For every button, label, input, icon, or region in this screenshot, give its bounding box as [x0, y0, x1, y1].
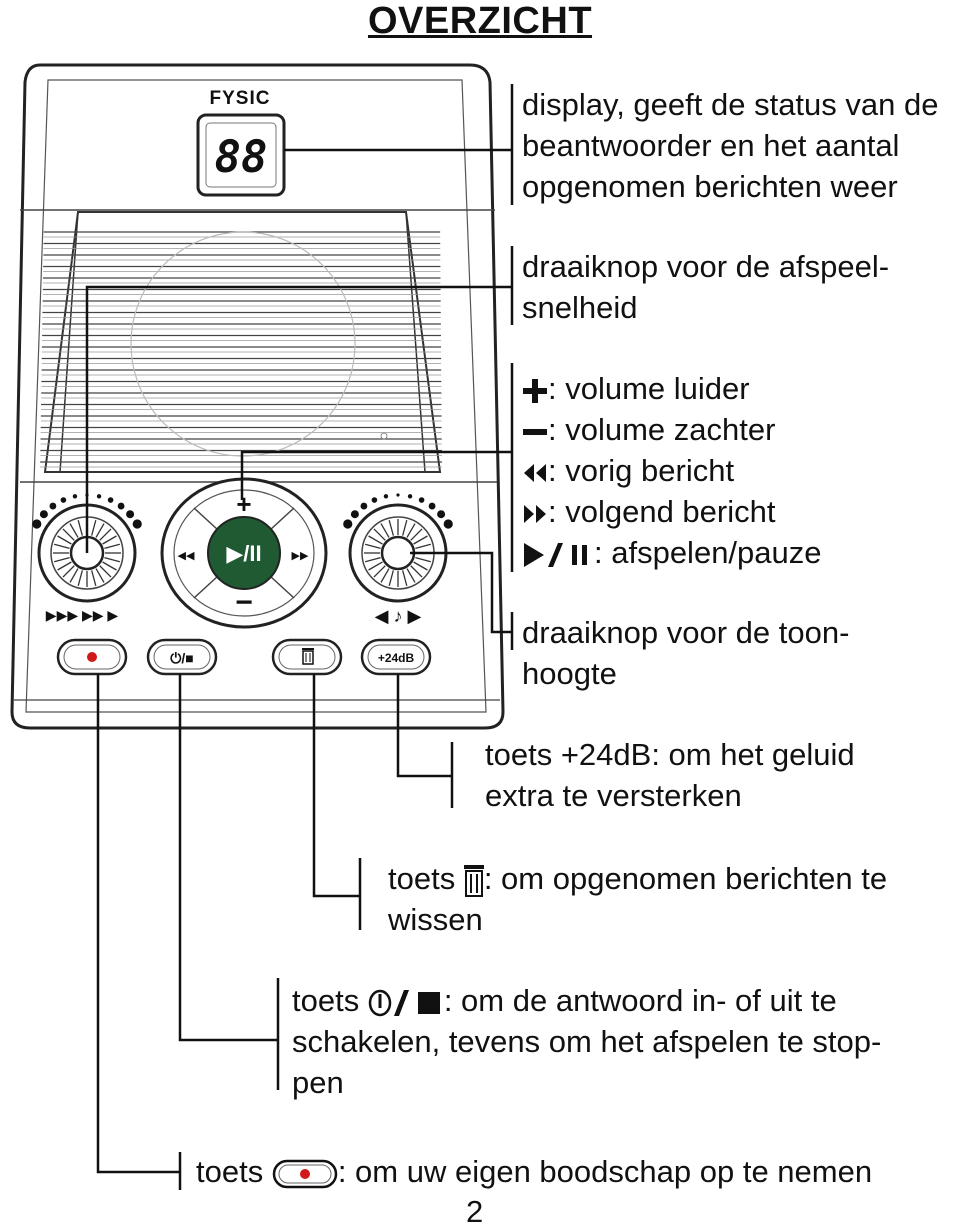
navigation-pad[interactable]: + − ◀◀ ▶▶ ▶/II	[160, 477, 328, 629]
callout-display-line-1: display, geeft de status van de	[522, 87, 939, 122]
callout-onoff-suffix: : om de antwoord in- of uit te	[443, 983, 837, 1018]
minus-icon	[523, 428, 547, 435]
callout-previous: : vorig bericht	[522, 450, 822, 491]
callout-lines	[85, 84, 514, 1190]
trash-icon	[463, 864, 484, 897]
callout-delete: toets : om opgenomen berichten te wissen	[388, 858, 887, 940]
previous-button[interactable]: ◀◀	[178, 550, 195, 562]
plus-icon	[523, 378, 547, 403]
callout-display: display, geeft de status van de beantwoo…	[522, 84, 938, 207]
callout-onoff-line-3: pen	[292, 1065, 344, 1100]
callout-speed-line-2: snelheid	[522, 290, 638, 325]
display-window	[196, 113, 286, 197]
play-pause-button[interactable]	[207, 516, 281, 590]
callout-boost-line-2: extra te versterken	[485, 778, 742, 813]
volume-down-button[interactable]: −	[235, 586, 253, 619]
onoff-label: ⏻/■	[170, 650, 193, 666]
record-button-icon	[272, 1159, 338, 1189]
callout-record-prefix: toets	[196, 1154, 272, 1189]
boost-button[interactable]: +24dB	[360, 638, 432, 676]
page-number: 2	[466, 1194, 484, 1229]
callout-pitch-knob: draaiknop voor de toon- hoogte	[522, 612, 849, 694]
callout-play-pause-text: : afspelen/pauze	[594, 535, 822, 570]
pitch-symbols: ◀ ♪ ▶	[375, 606, 422, 626]
callout-pitch-line-1: draaiknop voor de toon-	[522, 615, 850, 650]
callout-record-suffix: : om uw eigen boodschap op te nemen	[337, 1154, 873, 1189]
play-pause-symbol: ▶/II	[226, 541, 261, 566]
play-pause-icon	[524, 542, 587, 567]
trash-icon	[302, 648, 314, 665]
callout-pitch-line-2: hoogte	[522, 656, 617, 691]
speed-symbols: ▶▶▶ ▶▶ ▶	[46, 607, 119, 623]
delete-button[interactable]	[271, 638, 343, 676]
onoff-button[interactable]: ⏻/■	[146, 638, 218, 676]
callout-next: : volgend bericht	[522, 491, 822, 532]
callout-onoff-line-1: toets : om de antwoord in- of uit te	[292, 980, 881, 1021]
callout-volume-down-text: : volume zachter	[548, 412, 776, 447]
fast-forward-icon	[524, 504, 546, 523]
speaker-grille	[40, 231, 442, 468]
callout-boost-line-1: toets +24dB: om het geluid	[485, 737, 855, 772]
callout-onoff-prefix: toets	[292, 983, 368, 1018]
callout-delete-line-2: wissen	[388, 902, 483, 937]
power-stop-icon	[368, 989, 440, 1017]
callout-boost: toets +24dB: om het geluid extra te vers…	[485, 734, 855, 816]
callout-navigation: : volume luider : volume zachter : vorig…	[522, 368, 822, 573]
callout-previous-text: : vorig bericht	[548, 453, 735, 488]
callout-delete-suffix: : om opgenomen berichten te	[483, 861, 888, 896]
callout-onoff-line-2: schakelen, tevens om het afspelen te sto…	[292, 1024, 882, 1059]
callout-volume-up-text: : volume luider	[548, 371, 750, 406]
callout-delete-line-1: toets : om opgenomen berichten te	[388, 858, 887, 899]
brand-logo: FYSIC	[210, 88, 271, 109]
page-title: OVERZICHT	[367, 0, 593, 42]
callout-speed-line-1: draaiknop voor de afspeel-	[522, 249, 890, 284]
callout-display-line-3: opgenomen berichten weer	[522, 169, 898, 204]
callout-volume-down: : volume zachter	[522, 409, 822, 450]
record-button[interactable]	[56, 638, 128, 676]
callout-play-pause: : afspelen/pauze	[522, 532, 822, 573]
volume-up-button[interactable]: +	[236, 489, 251, 519]
callout-next-text: : volgend bericht	[548, 494, 776, 529]
next-button[interactable]: ▶▶	[292, 550, 309, 562]
rewind-icon	[524, 463, 546, 482]
callout-display-line-2: beantwoorder en het aantal	[522, 128, 900, 163]
callout-volume-up: : volume luider	[522, 368, 822, 409]
callout-record: toets : om uw eigen boodschap op te neme…	[196, 1151, 872, 1192]
callout-speed-knob: draaiknop voor de afspeel- snelheid	[522, 246, 889, 328]
boost-label: +24dB	[378, 651, 415, 665]
display-digits: 88	[215, 132, 268, 183]
callout-onoff: toets : om de antwoord in- of uit te sch…	[292, 980, 881, 1103]
callout-delete-prefix: toets	[388, 861, 464, 896]
